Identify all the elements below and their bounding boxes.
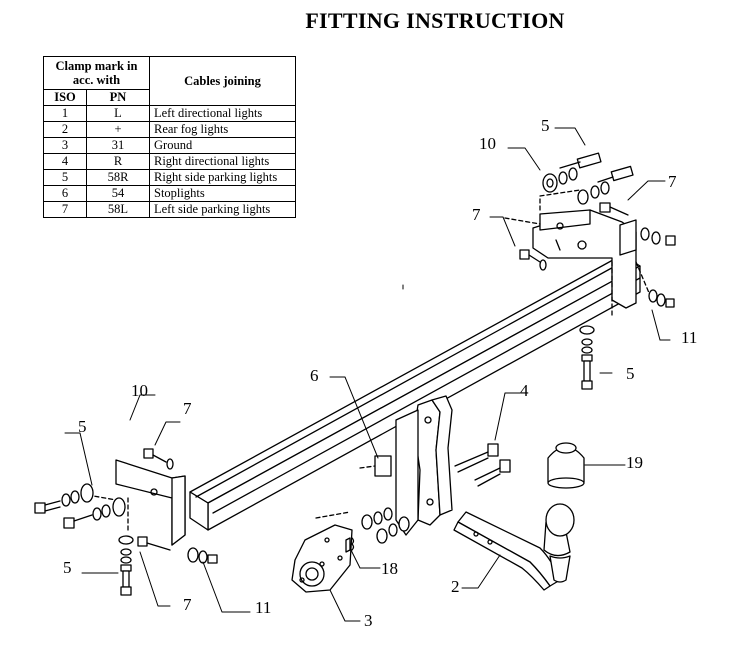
- pn-cell: 31: [86, 137, 150, 154]
- callout-labels: 5 10 7 7 11 5 6 4 19 10 7 5 5 7 11 18 3 …: [63, 116, 697, 630]
- callout-2: 2: [451, 577, 460, 596]
- center-bracket: [315, 395, 453, 536]
- tow-neck: [453, 503, 575, 591]
- callout-7-left-top: 7: [183, 399, 192, 418]
- table-subheader-row: ISO PN: [43, 89, 296, 106]
- callout-3: 3: [364, 611, 373, 630]
- callout-4: 4: [520, 381, 529, 400]
- cable-joining-table: Clamp mark in acc. with Cables joining I…: [43, 56, 296, 218]
- page-title: FITTING INSTRUCTION: [305, 8, 565, 33]
- socket-plate: [291, 524, 355, 593]
- pn-cell: 54: [86, 185, 150, 202]
- cables-joining-header: Cables joining: [149, 56, 296, 106]
- callout-10-top: 10: [479, 134, 496, 153]
- right-side-bracket: [504, 189, 653, 319]
- callout-5-right: 5: [626, 364, 635, 383]
- callout-7-left-bottom: 7: [183, 595, 192, 614]
- leader-lines: [64, 127, 671, 622]
- right-bolt-set-lower: [579, 325, 595, 390]
- left-bolt-set: [34, 448, 218, 596]
- mid-bolt-set: [519, 249, 547, 271]
- cable-cell: Right side parking lights: [149, 169, 296, 186]
- callout-5-left: 5: [78, 417, 87, 436]
- callout-6: 6: [310, 366, 319, 385]
- callout-11-left: 11: [255, 598, 271, 617]
- table-header-row: Clamp mark in acc. with Cables joining: [43, 56, 296, 106]
- clamp-mark-header: Clamp mark in acc. with: [43, 56, 150, 90]
- callout-18: 18: [381, 559, 398, 578]
- callout-5-left-lower: 5: [63, 558, 72, 577]
- pn-cell: 58L: [86, 201, 150, 218]
- left-side-bracket: [87, 459, 186, 546]
- callout-5-top: 5: [541, 116, 550, 135]
- right-bolt-set-upper: [542, 152, 676, 308]
- cable-cell: Right directional lights: [149, 153, 296, 170]
- center-bolt-set: [361, 443, 511, 544]
- callout-7-top-right: 7: [668, 172, 677, 191]
- callout-19: 19: [626, 453, 643, 472]
- pn-cell: 58R: [86, 169, 150, 186]
- callout-11-right: 11: [681, 328, 697, 347]
- cable-cell: Stoplights: [149, 185, 296, 202]
- cross-beam: [189, 254, 641, 531]
- callout-7-mid: 7: [472, 205, 481, 224]
- table-row: 2+Rear fog lights: [43, 121, 296, 138]
- cable-cell: Left side parking lights: [149, 201, 296, 218]
- ball-cover: [547, 442, 585, 489]
- callout-10-left: 10: [131, 381, 148, 400]
